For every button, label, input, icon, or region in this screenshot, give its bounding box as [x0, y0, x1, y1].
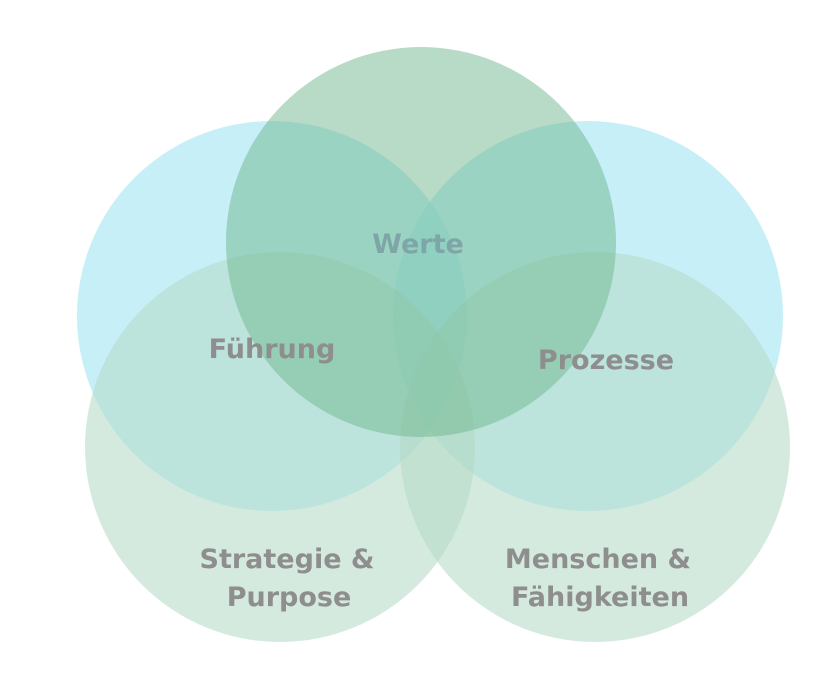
label-menschen-line2: Fähigkeiten — [511, 582, 689, 613]
label-werte: Werte — [372, 229, 464, 260]
label-strategie-line1: Strategie & — [200, 544, 375, 575]
label-strategie-line2: Purpose — [227, 582, 352, 613]
label-menschen-line1: Menschen & — [505, 544, 691, 575]
label-prozesse: Prozesse — [538, 345, 674, 376]
circle-werte — [226, 47, 616, 437]
label-fuehrung: Führung — [209, 334, 336, 365]
